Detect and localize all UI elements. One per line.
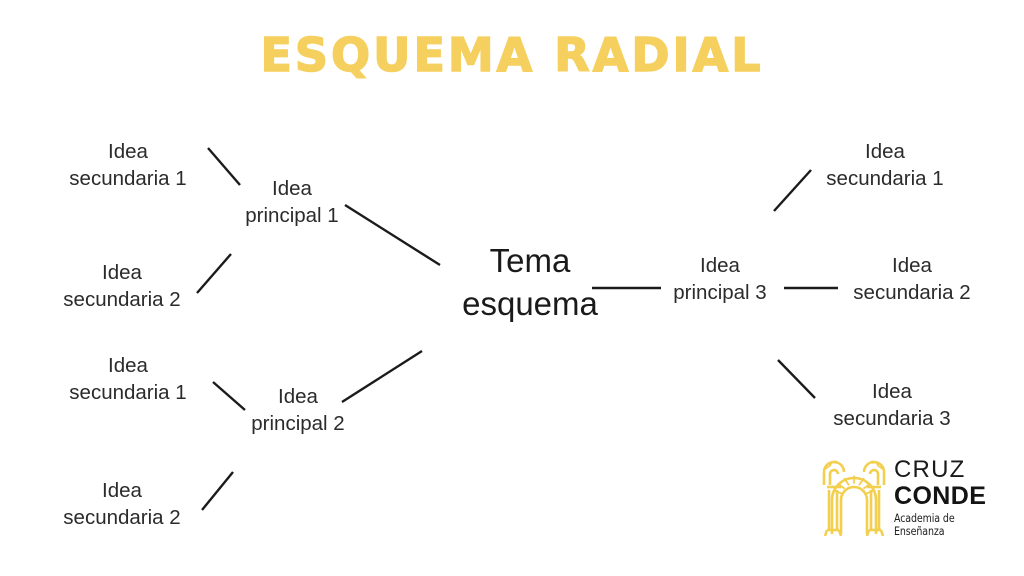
node-right-secundaria-1[interactable]: Idea secundaria 1 (826, 140, 944, 191)
moorish-arch-icon (818, 460, 890, 537)
link-primary2-to-center (341, 349, 423, 404)
logo-name-line-1: CRUZ (894, 456, 966, 483)
logo-name-line-2: CONDE (894, 481, 987, 510)
node-idea-principal-2[interactable]: Idea principal 2 (251, 385, 345, 436)
link-primary3-to-right-sec1 (773, 169, 812, 212)
link-left-lower-sec1-to-primary2 (212, 381, 246, 411)
logo-tagline: Academia de Enseñanza (894, 511, 955, 539)
link-left-sec1-to-primary1 (207, 147, 241, 186)
brand-logo: CRUZ CONDE Academia de Enseñanza (818, 456, 1010, 542)
link-left-sec2-to-primary1 (196, 253, 232, 294)
link-primary3-to-right-sec3 (777, 359, 816, 399)
node-left-lower-secundaria-1[interactable]: Idea secundaria 1 (69, 354, 187, 405)
node-tema-esquema[interactable]: Tema esquema (462, 242, 598, 322)
node-left-secundaria-1[interactable]: Idea secundaria 1 (69, 140, 187, 191)
node-left-lower-secundaria-2[interactable]: Idea secundaria 2 (63, 479, 181, 530)
logo-wordmark: CRUZ CONDE Academia de Enseñanza (894, 456, 1010, 539)
node-idea-principal-1[interactable]: Idea principal 1 (245, 177, 339, 228)
link-primary1-to-center (344, 203, 441, 267)
node-right-secundaria-2[interactable]: Idea secundaria 2 (853, 254, 971, 305)
node-right-secundaria-3[interactable]: Idea secundaria 3 (833, 380, 951, 431)
page-title: ESQUEMA RADIAL (260, 28, 764, 82)
node-idea-principal-3[interactable]: Idea principal 3 (673, 254, 767, 305)
node-left-secundaria-2[interactable]: Idea secundaria 2 (63, 261, 181, 312)
link-left-lower-sec2-to-primary2 (201, 471, 234, 511)
